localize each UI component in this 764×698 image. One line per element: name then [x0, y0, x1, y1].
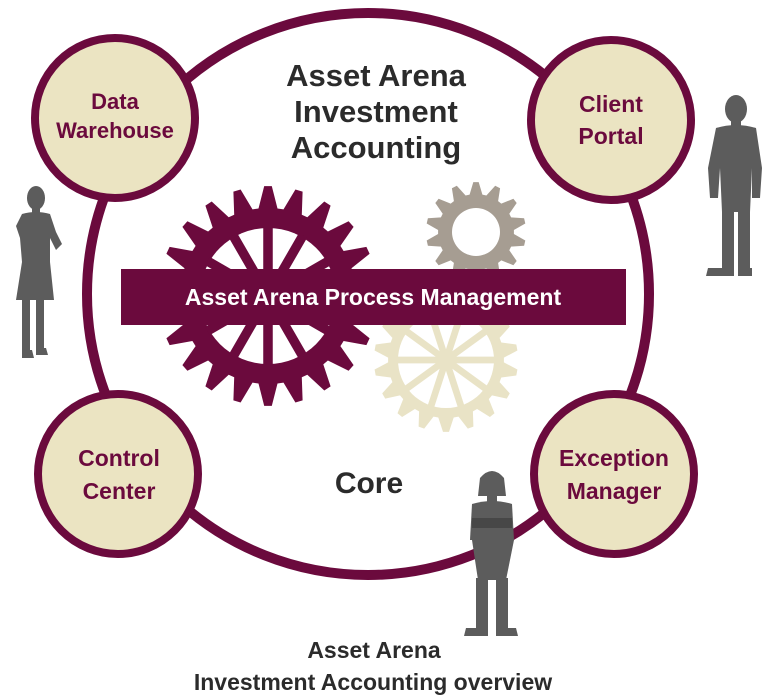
node-exception-manager-line-1: Exception — [559, 445, 669, 471]
process-management-banner — [121, 269, 626, 325]
main-title-line-1: Asset Arena — [286, 58, 467, 93]
businesswoman-left-icon — [16, 186, 62, 358]
node-control-center-line-2: Center — [83, 478, 156, 504]
node-data-warehouse-line-2: Warehouse — [56, 118, 174, 143]
main-title-line-3: Accounting — [291, 130, 462, 165]
core-label: Core — [335, 467, 403, 500]
caption-line-2: Investment Accounting overview — [194, 669, 552, 695]
node-client-portal: Client Portal — [527, 36, 695, 204]
node-data-warehouse-line-1: Data — [91, 89, 139, 114]
node-exception-manager: Exception Manager — [530, 390, 698, 558]
businesswoman-bottom-icon — [464, 471, 518, 636]
small-grey-gear-icon — [426, 182, 526, 282]
node-exception-manager-line-2: Manager — [567, 478, 662, 504]
node-client-portal-line-1: Client — [579, 91, 643, 117]
caption-line-1: Asset Arena — [307, 637, 441, 663]
node-control-center: Control Center — [34, 390, 202, 558]
node-data-warehouse: Data Warehouse — [31, 34, 199, 202]
process-management-label: Asset Arena Process Management — [185, 284, 562, 310]
node-control-center-line-1: Control — [78, 445, 160, 471]
node-client-portal-line-2: Portal — [578, 123, 643, 149]
businessman-right-icon — [706, 95, 762, 276]
main-title-line-2: Investment — [294, 94, 458, 129]
